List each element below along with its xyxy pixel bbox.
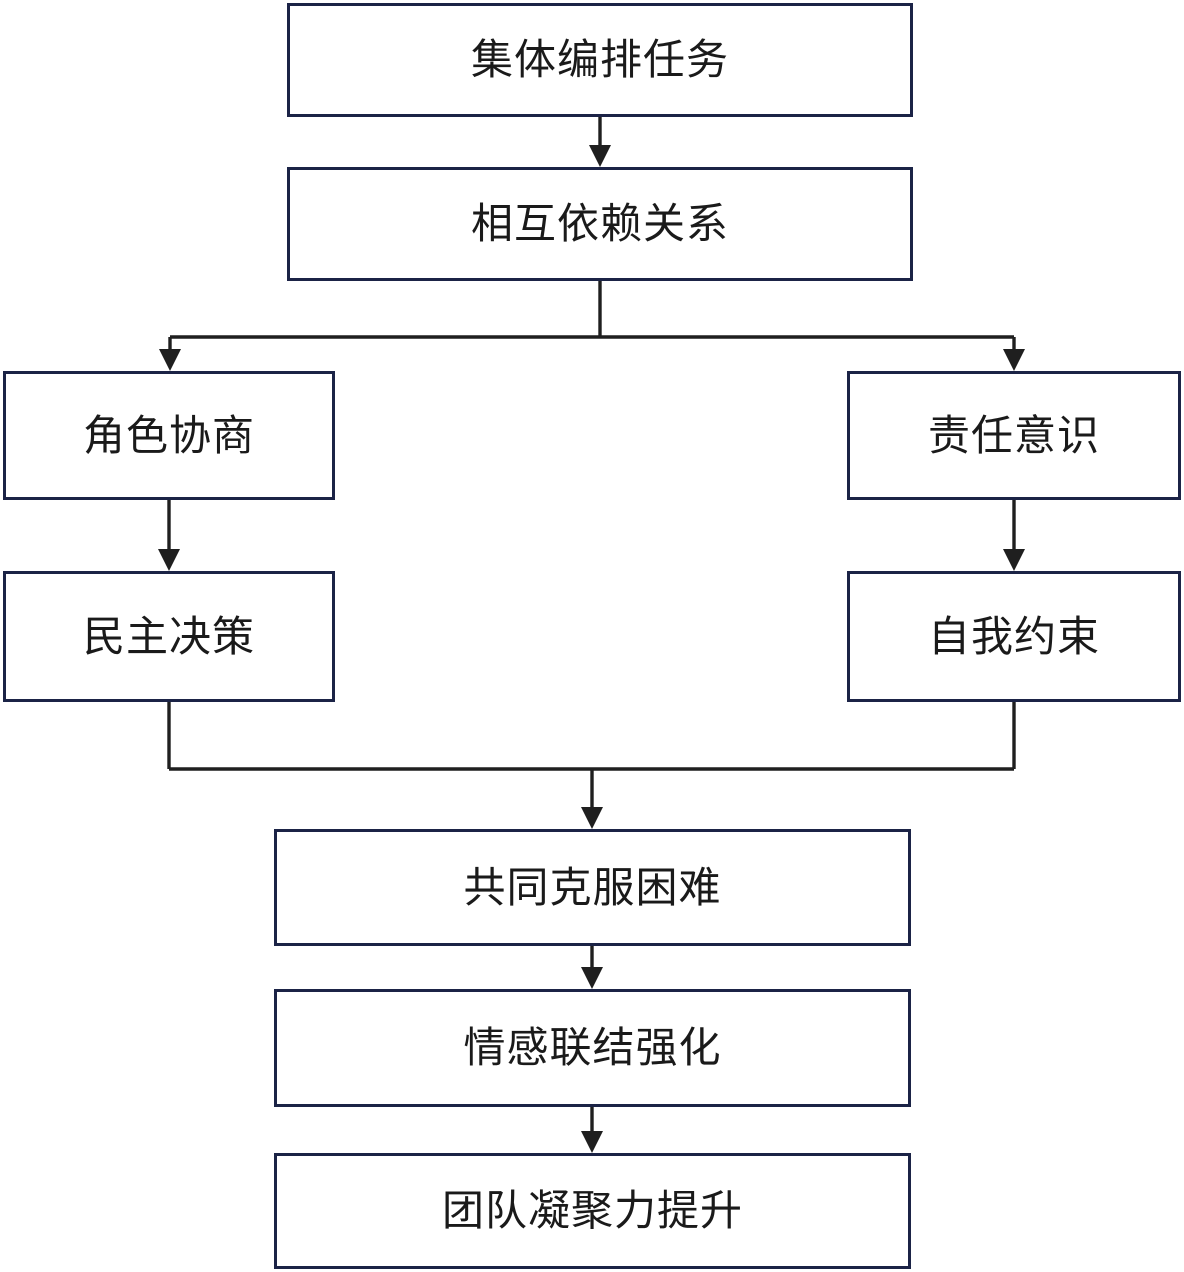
node-team-cohesion: 团队凝聚力提升 bbox=[274, 1153, 911, 1269]
node-responsibility-awareness-label: 责任意识 bbox=[927, 411, 1100, 459]
node-mutual-dependency-label: 相互依赖关系 bbox=[470, 200, 729, 247]
arrowhead-down-icon bbox=[581, 1131, 603, 1153]
node-democratic-decision: 民主决策 bbox=[3, 571, 335, 702]
arrowhead-down-icon bbox=[589, 145, 611, 167]
node-democratic-decision-label: 民主决策 bbox=[82, 612, 255, 660]
node-role-negotiation: 角色协商 bbox=[3, 371, 335, 500]
node-role-negotiation-label: 角色协商 bbox=[82, 411, 255, 459]
node-collective-choreography-task: 集体编排任务 bbox=[287, 3, 913, 117]
node-self-restraint: 自我约束 bbox=[847, 571, 1181, 702]
arrowhead-down-icon bbox=[581, 967, 603, 989]
node-responsibility-awareness: 责任意识 bbox=[847, 371, 1181, 500]
arrowhead-down-icon bbox=[158, 549, 180, 571]
node-collective-choreography-task-label: 集体编排任务 bbox=[470, 36, 729, 83]
arrowhead-down-icon bbox=[1003, 349, 1025, 371]
node-team-cohesion-label: 团队凝聚力提升 bbox=[441, 1187, 743, 1234]
node-overcome-difficulties-label: 共同克服困难 bbox=[463, 863, 722, 911]
node-mutual-dependency: 相互依赖关系 bbox=[287, 167, 913, 281]
arrowhead-down-icon bbox=[581, 807, 603, 829]
node-self-restraint-label: 自我约束 bbox=[927, 612, 1100, 660]
arrowhead-down-icon bbox=[1003, 549, 1025, 571]
node-overcome-difficulties: 共同克服困难 bbox=[274, 829, 911, 946]
node-emotional-bond-label: 情感联结强化 bbox=[463, 1024, 722, 1071]
node-emotional-bond: 情感联结强化 bbox=[274, 989, 911, 1107]
arrowhead-down-icon bbox=[159, 349, 181, 371]
